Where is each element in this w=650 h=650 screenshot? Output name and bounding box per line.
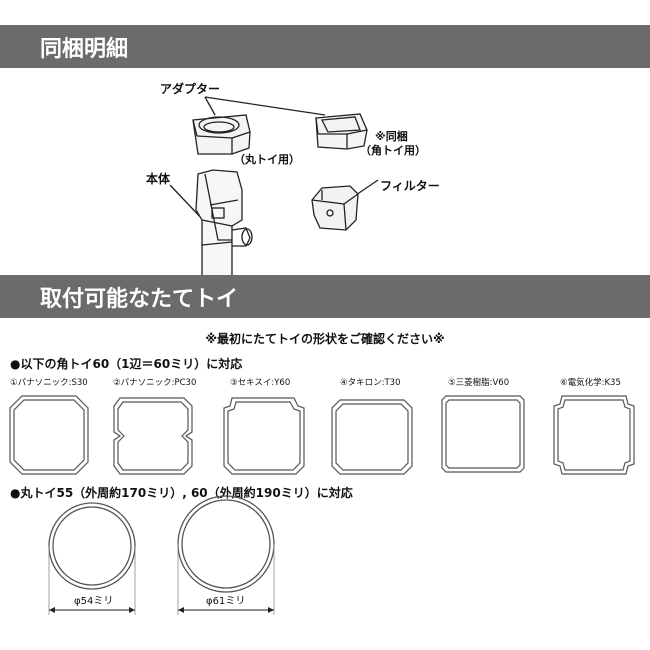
filter-drawing	[311, 185, 359, 231]
square-adapter-drawing	[315, 113, 368, 150]
section-title-contents: 同梱明細	[40, 36, 129, 62]
maker-label-5: ⑤三菱樹脂:V60	[448, 378, 510, 388]
label-adapter: アダプター	[160, 82, 221, 96]
round-profiles	[48, 495, 275, 615]
section-title-compatible: 取付可能なたてトイ	[40, 286, 239, 312]
maker-label-3: ③セキスイ:Y60	[230, 378, 291, 388]
profile-shape-3	[223, 397, 305, 475]
label-included-note: ※同梱	[375, 130, 408, 143]
square-profiles	[9, 395, 635, 475]
round-pipe-heading: ●丸トイ55（外周約170ミリ）, 60（外周約190ミリ）に対応	[10, 486, 353, 500]
round-profile-60	[177, 495, 275, 615]
main-body-drawing	[195, 169, 253, 289]
included-parts-illustration	[169, 96, 379, 289]
confirm-shape-note: ※最初にたてトイの形状をご確認ください※	[205, 332, 445, 346]
round-profile-55	[48, 502, 136, 615]
square-pipe-heading: ●以下の角トイ60（1辺＝60ミリ）に対応	[10, 357, 243, 371]
profile-shape-5	[441, 395, 525, 473]
maker-label-2: ②パナソニック:PC30	[113, 378, 197, 388]
label-body: 本体	[146, 172, 171, 186]
label-round-use: （丸トイ用）	[234, 153, 300, 166]
label-filter: フィルター	[380, 179, 440, 193]
label-square-use: （角トイ用）	[360, 144, 426, 157]
section-banner-compatible: 取付可能なたてトイ	[0, 275, 650, 318]
diameter-label-55: φ54ミリ	[74, 596, 114, 607]
diameter-label-60: φ61ミリ	[206, 596, 246, 607]
maker-label-6: ⑥電気化学:K35	[560, 378, 621, 388]
maker-label-4: ④タキロン:T30	[340, 378, 401, 388]
section-banner-contents: 同梱明細	[0, 25, 650, 68]
round-adapter-drawing	[192, 114, 251, 155]
profile-shape-6	[553, 395, 635, 475]
maker-label-1: ①パナソニック:S30	[10, 378, 88, 388]
profile-shape-4	[331, 399, 413, 475]
profile-shape-1	[9, 395, 89, 475]
profile-shape-2	[113, 397, 193, 475]
